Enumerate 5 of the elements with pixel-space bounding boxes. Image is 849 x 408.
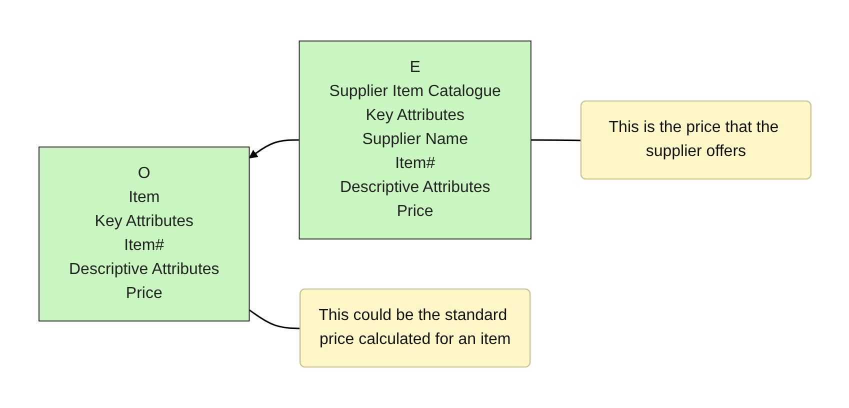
node-box: E Supplier Item Catalogue Key Attributes Supplier Name Item# Descriptive Attributes Price: [298, 40, 531, 240]
node-box: O Item Key Attributes Item# Descriptive Attributes Price: [38, 146, 250, 322]
arrow: [248, 139, 299, 158]
connector: [530, 139, 581, 142]
connector: [248, 309, 300, 330]
